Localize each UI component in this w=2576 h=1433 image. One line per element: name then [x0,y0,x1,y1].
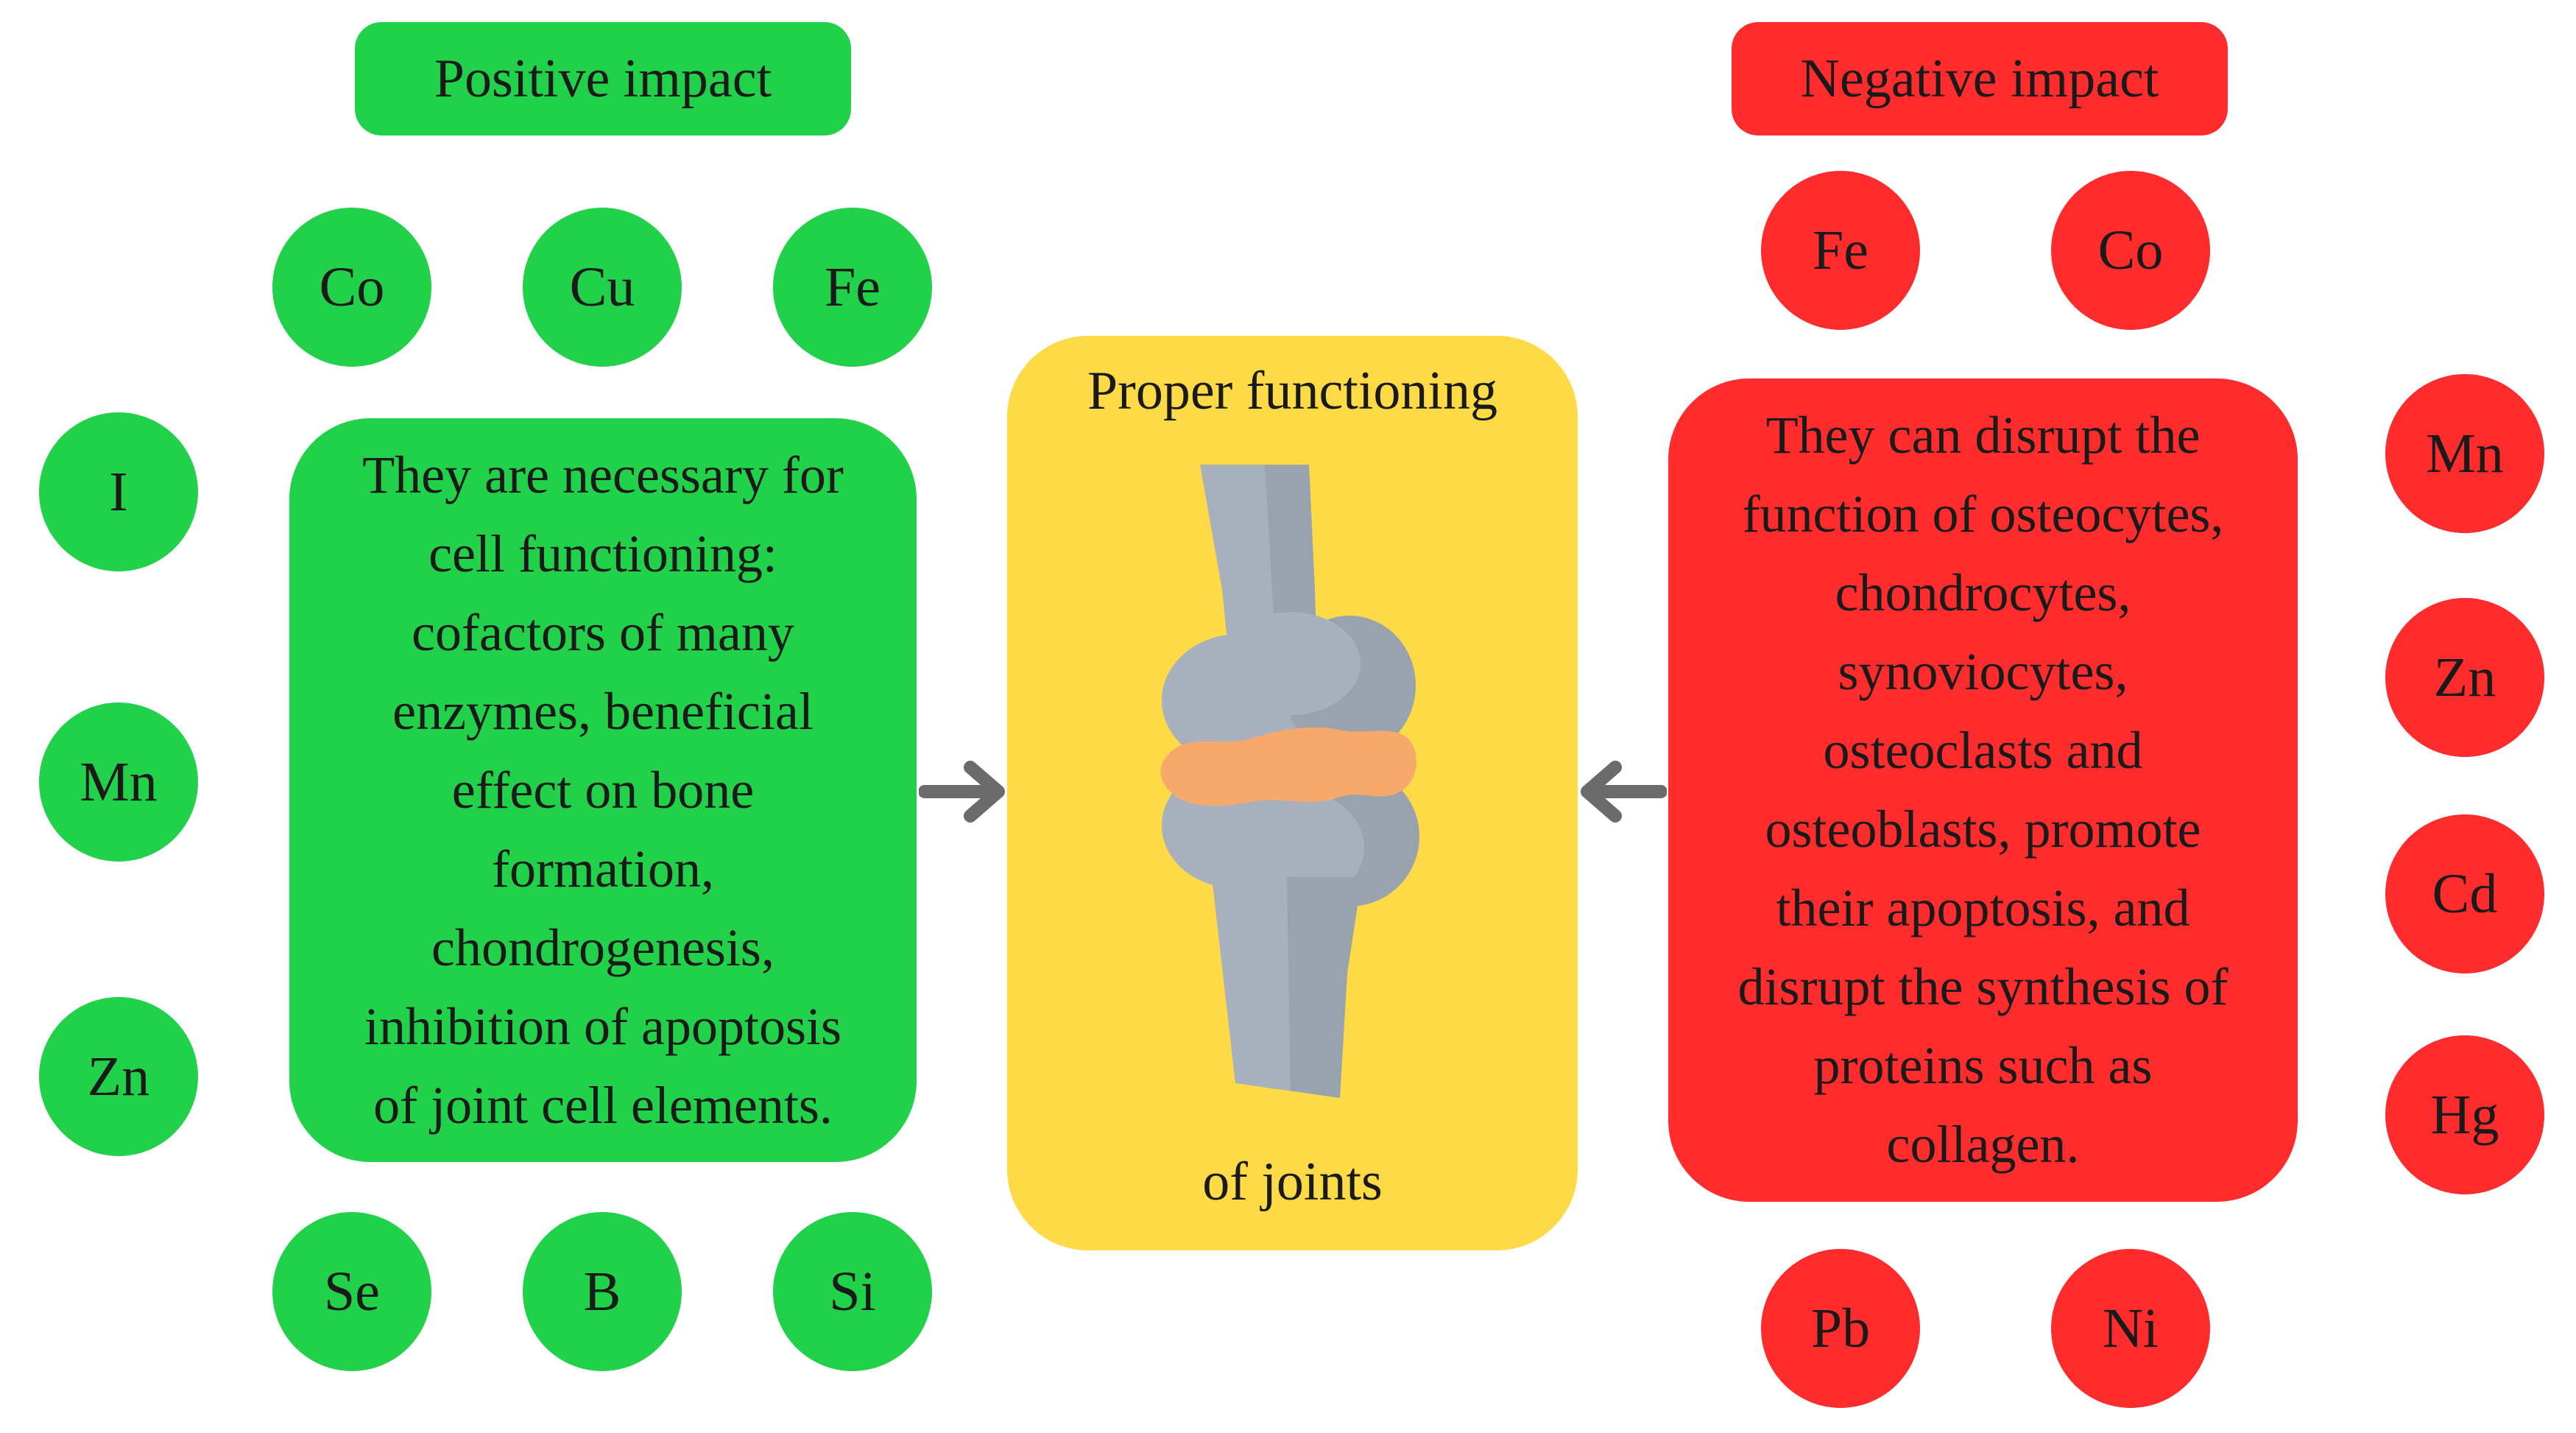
negative-element-zn: Zn [2385,598,2544,757]
knee-joint-icon [1160,465,1419,1098]
positive-element-si: Si [773,1212,932,1371]
positive-element-cu: Cu [523,208,682,367]
positive-element-se: Se [272,1212,431,1371]
center-panel: Proper functioning of joints [1007,336,1578,1250]
negative-element-fe: Fe [1761,171,1920,330]
negative-element-mn: Mn [2385,374,2544,533]
negative-element-cd: Cd [2385,814,2544,973]
positive-impact-title: Positive impact [355,22,851,135]
positive-element-i: I [39,412,198,571]
center-bottom-label: of joints [1202,1152,1383,1212]
left-arrow-icon [1581,761,1667,823]
positive-element-mn: Mn [39,703,198,862]
positive-element-co: Co [272,208,431,367]
negative-description-text: They can disrupt the function of osteocy… [1737,406,2229,1174]
positive-element-b: B [523,1212,682,1371]
negative-element-co: Co [2051,171,2210,330]
positive-element-fe: Fe [773,208,932,367]
positive-element-zn: Zn [39,997,198,1156]
right-arrow-icon [919,761,1005,823]
center-top-label: Proper functioning [1087,361,1497,421]
positive-description-box: They are necessary for cell functioning:… [289,418,917,1162]
negative-element-pb: Pb [1761,1249,1920,1408]
negative-element-hg: Hg [2385,1035,2544,1194]
negative-element-ni: Ni [2051,1249,2210,1408]
negative-description-box: They can disrupt the function of osteocy… [1668,379,2298,1202]
negative-impact-title: Negative impact [1732,22,2228,135]
positive-description-text: They are necessary for cell functioning:… [362,445,844,1135]
